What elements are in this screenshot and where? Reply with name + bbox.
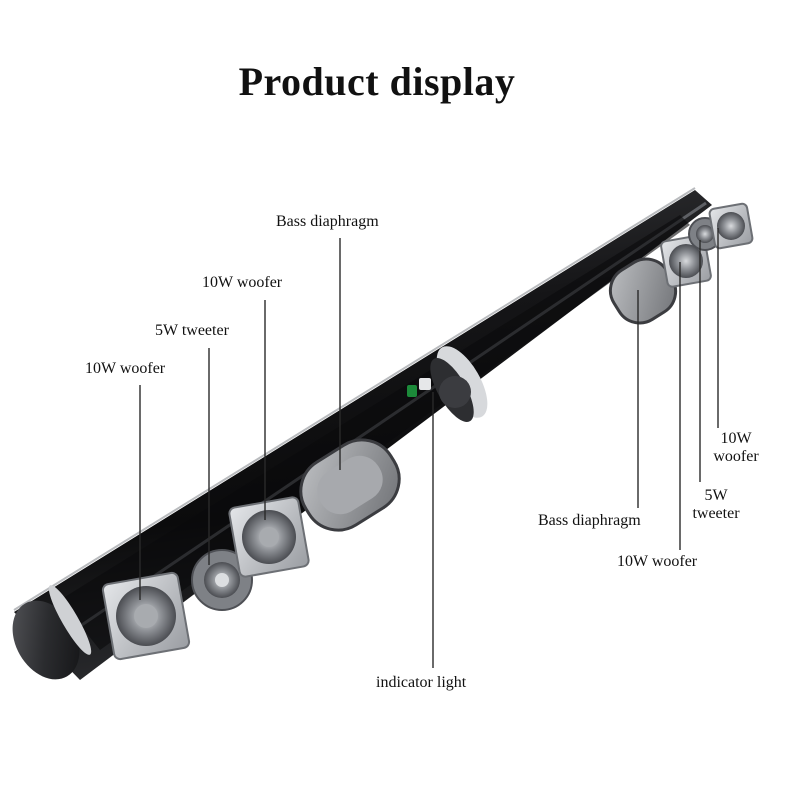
label-indicator-light: indicator light [376,674,467,691]
label-10w-woofer-right-top-line1: 10W [720,430,752,447]
soundbar-end-cap [12,585,92,680]
woofer-mid [228,496,310,578]
woofer-right-top [708,202,754,250]
label-5w-tweeter-right-line2: tweeter [692,505,740,522]
woofer-left [101,571,191,661]
page-title: Product display [238,59,516,104]
label-5w-tweeter-right: 5W tweeter [680,487,752,523]
bass-diaphragm-left [299,438,401,532]
label-10w-woofer-right-top-line2: woofer [713,448,759,465]
label-5w-tweeter-right-line1: 5W [704,487,728,504]
label-10w-woofer-right-top: 10W woofer [700,430,772,466]
tweeter-left [191,549,253,611]
label-bass-diaphragm-left: Bass diaphragm [276,213,379,230]
indicator-light-icon [407,378,431,397]
woofer-right-low [660,234,712,288]
label-bass-diaphragm-right: Bass diaphragm [538,512,641,529]
center-ring [430,346,488,422]
label-10w-woofer-right-low: 10W woofer [617,553,698,570]
label-10w-woofer-left: 10W woofer [85,360,166,377]
label-10w-woofer-mid: 10W woofer [202,274,283,291]
callout-lines [139,228,719,668]
label-5w-tweeter-left: 5W tweeter [155,322,229,339]
tweeter-right [688,217,722,251]
